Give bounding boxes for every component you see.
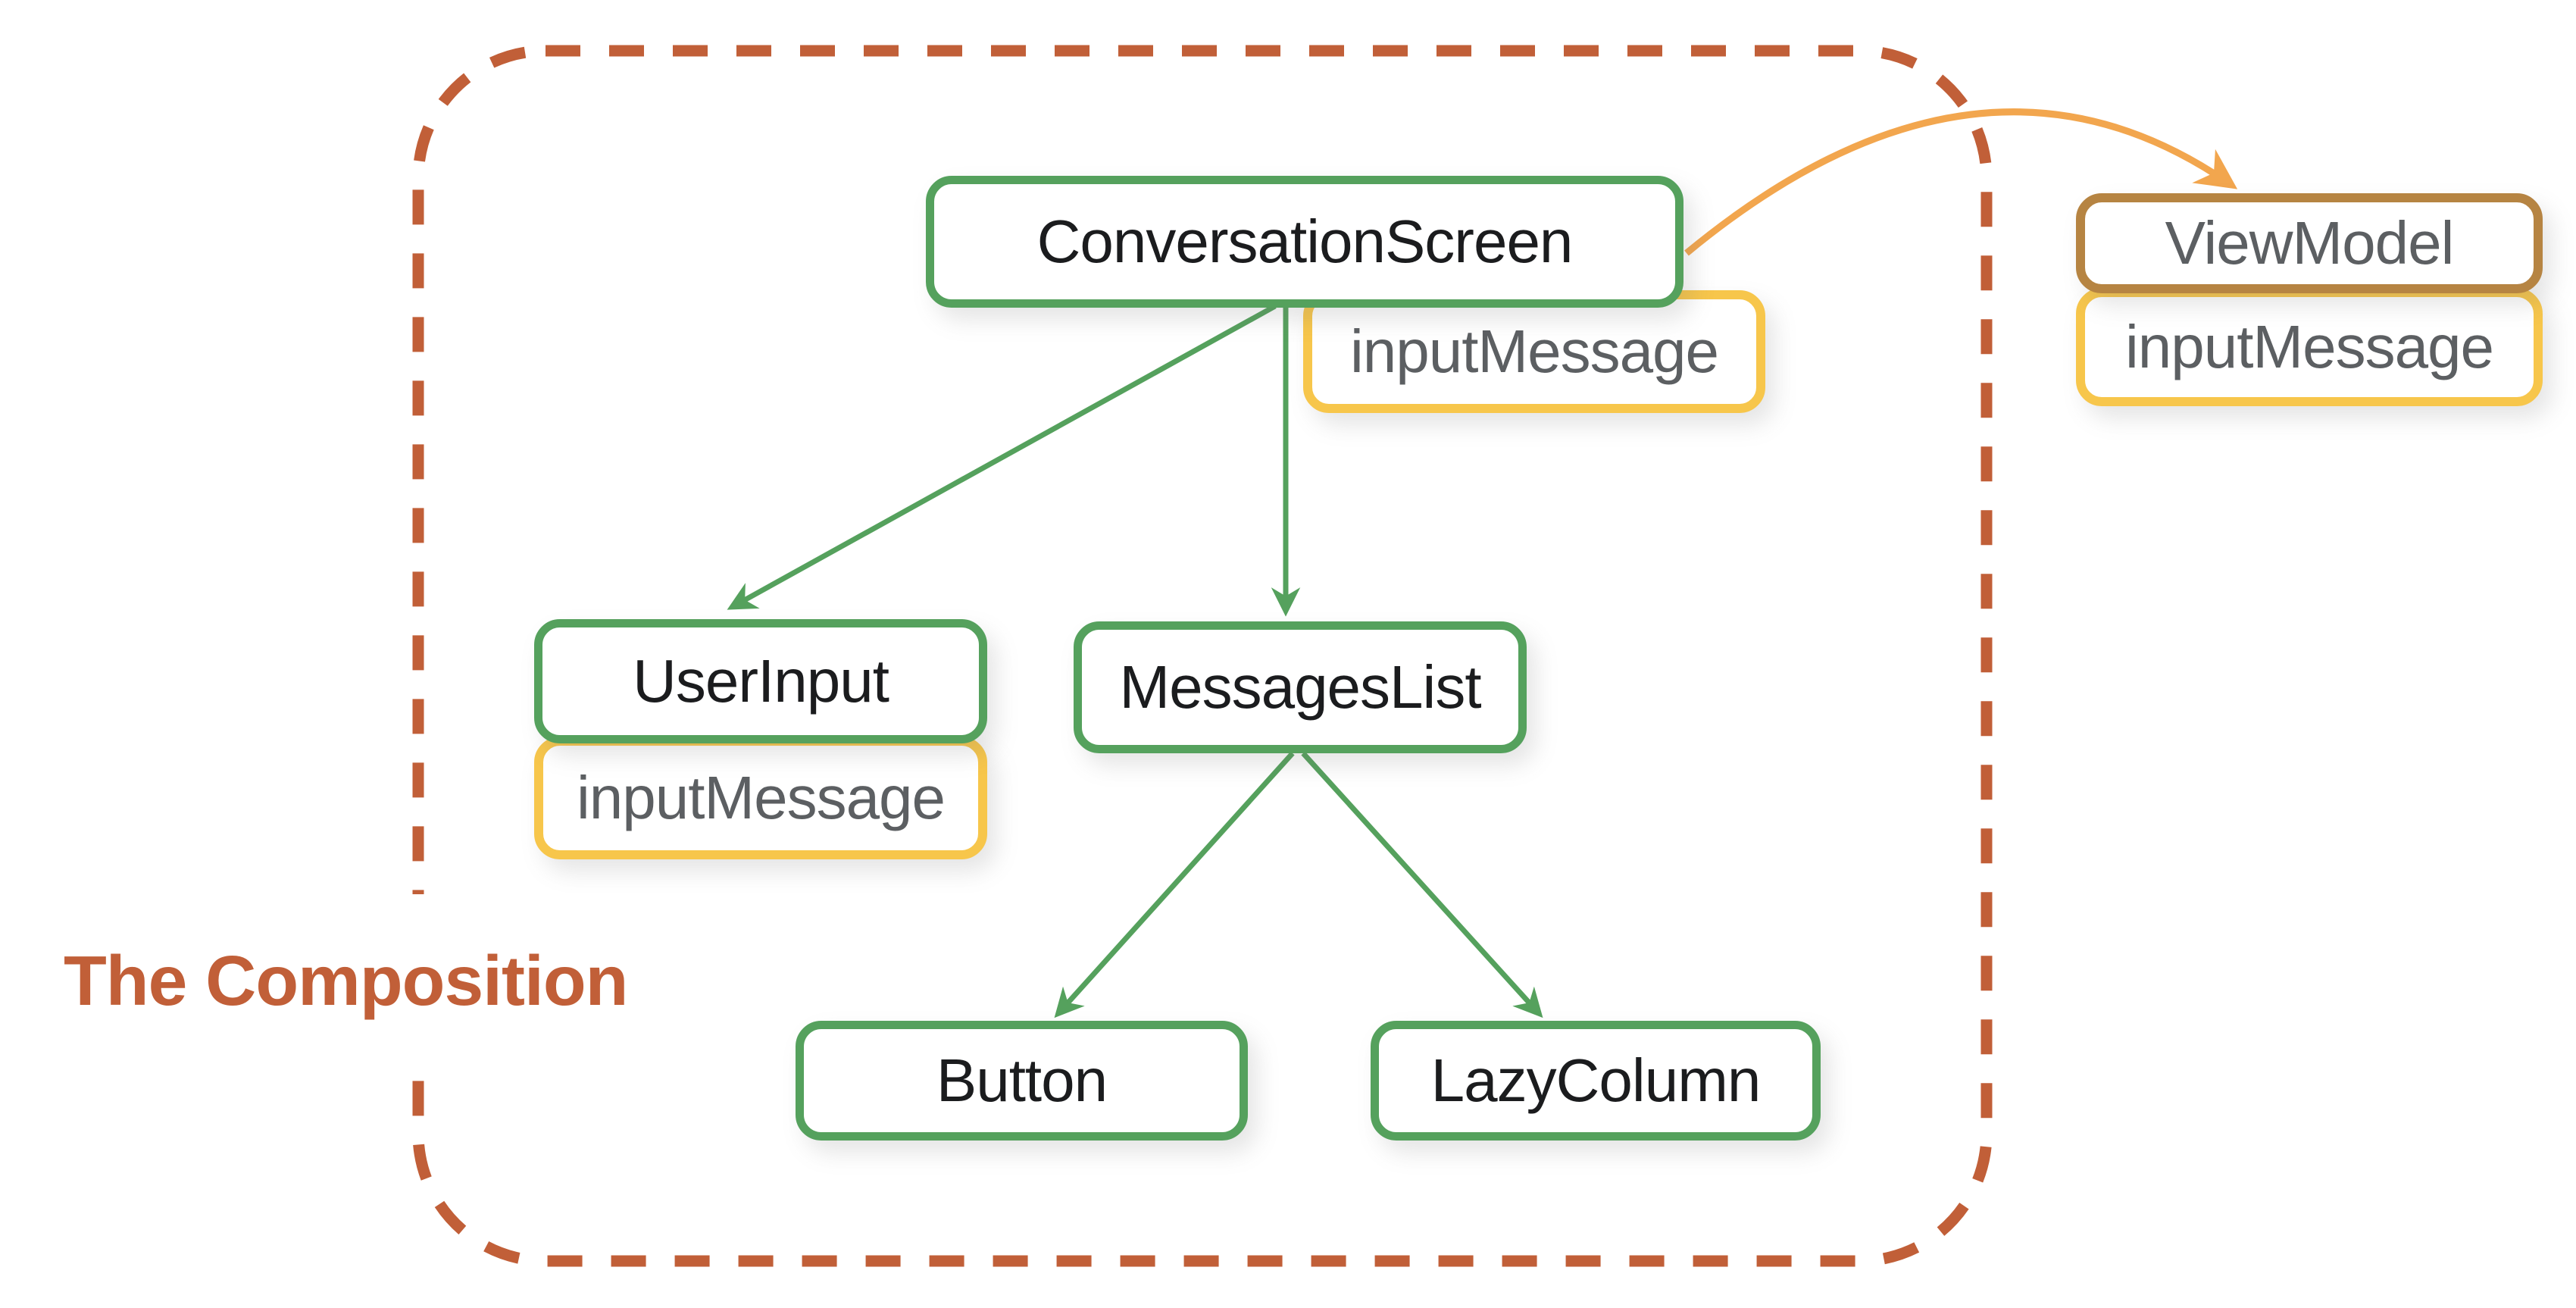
node-conversation-screen-state-label: inputMessage	[1349, 318, 1719, 385]
node-view-model-state: inputMessage	[2076, 288, 2543, 406]
node-user-input-state-label: inputMessage	[576, 764, 946, 831]
edge-conversationscreen-to-viewmodel-arrow	[1684, 108, 2238, 256]
node-conversation-screen-label: ConversationScreen	[1036, 208, 1574, 275]
edge-messageslist-to-lazycolumn	[1301, 751, 1543, 1019]
edge-messageslist-to-button	[1054, 751, 1295, 1019]
node-user-input: UserInput	[534, 619, 987, 743]
composition-boundary-dashed-border	[412, 45, 1993, 1267]
node-lazy-column-label: LazyColumn	[1430, 1047, 1762, 1114]
node-user-input-label: UserInput	[633, 647, 889, 715]
diagram-title: The Composition	[47, 894, 645, 1063]
node-messages-list: MessagesList	[1074, 621, 1527, 753]
node-messages-list-label: MessagesList	[1119, 653, 1481, 721]
node-conversation-screen: ConversationScreen	[926, 176, 1683, 308]
node-user-input-state: inputMessage	[534, 737, 987, 859]
edge-conversationscreen-to-userinput	[727, 303, 1277, 610]
node-view-model: ViewModel	[2076, 193, 2543, 293]
node-view-model-label: ViewModel	[2165, 209, 2455, 277]
node-view-model-state-label: inputMessage	[2124, 313, 2494, 380]
node-button-label: Button	[936, 1047, 1108, 1114]
node-lazy-column: LazyColumn	[1371, 1021, 1821, 1141]
node-conversation-screen-state: inputMessage	[1303, 290, 1765, 413]
node-button: Button	[796, 1021, 1248, 1141]
